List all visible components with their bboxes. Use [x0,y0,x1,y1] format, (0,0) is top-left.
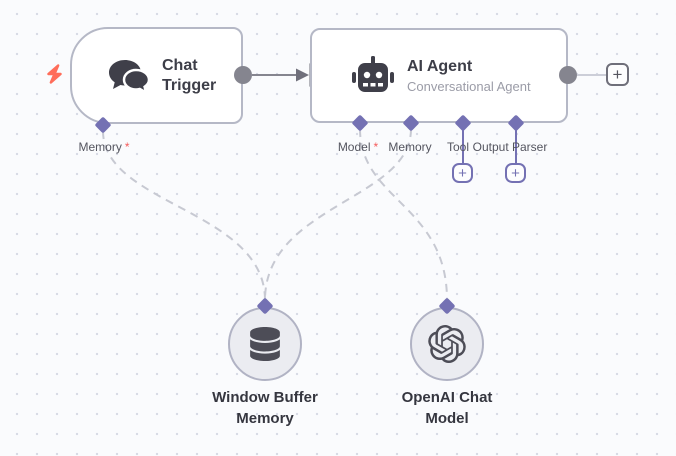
chat-trigger-title: Chat Trigger [162,56,217,94]
connection-arrowhead-icon [296,68,309,82]
ai-agent-title: AI Agent [407,58,473,75]
ai-agent-subtitle: Conversational Agent [407,79,531,94]
chat-bubbles-icon [105,56,151,96]
ai-agent-output-endpoint[interactable] [559,66,577,84]
port-label-trigger-memory: Memory* [78,140,130,154]
robot-icon [352,55,394,96]
port-label-output-parser: Output Parser [472,140,548,154]
chat-trigger-output-endpoint[interactable] [234,66,252,84]
openai-logo-icon [428,325,466,363]
connection-trigger-memory-to-window-buffer[interactable] [102,130,266,301]
add-tool-button[interactable]: + [452,163,473,183]
node-window-buffer-memory[interactable] [228,307,302,381]
add-next-node-button[interactable]: + [606,63,629,86]
connection-agent-memory-to-window-buffer[interactable] [264,128,412,301]
node-ai-agent[interactable]: AI Agent Conversational Agent [310,28,568,123]
add-output-parser-button[interactable]: + [505,163,526,183]
connection-agent-model-to-openai[interactable] [359,128,448,301]
window-buffer-memory-label: Window Buffer Memory [212,389,318,427]
trigger-bolt-icon [46,59,63,89]
node-chat-trigger[interactable]: Chat Trigger [70,27,243,124]
openai-chat-model-label: OpenAI Chat Model [401,389,493,427]
node-openai-chat-model[interactable] [410,307,484,381]
database-icon [250,327,280,361]
